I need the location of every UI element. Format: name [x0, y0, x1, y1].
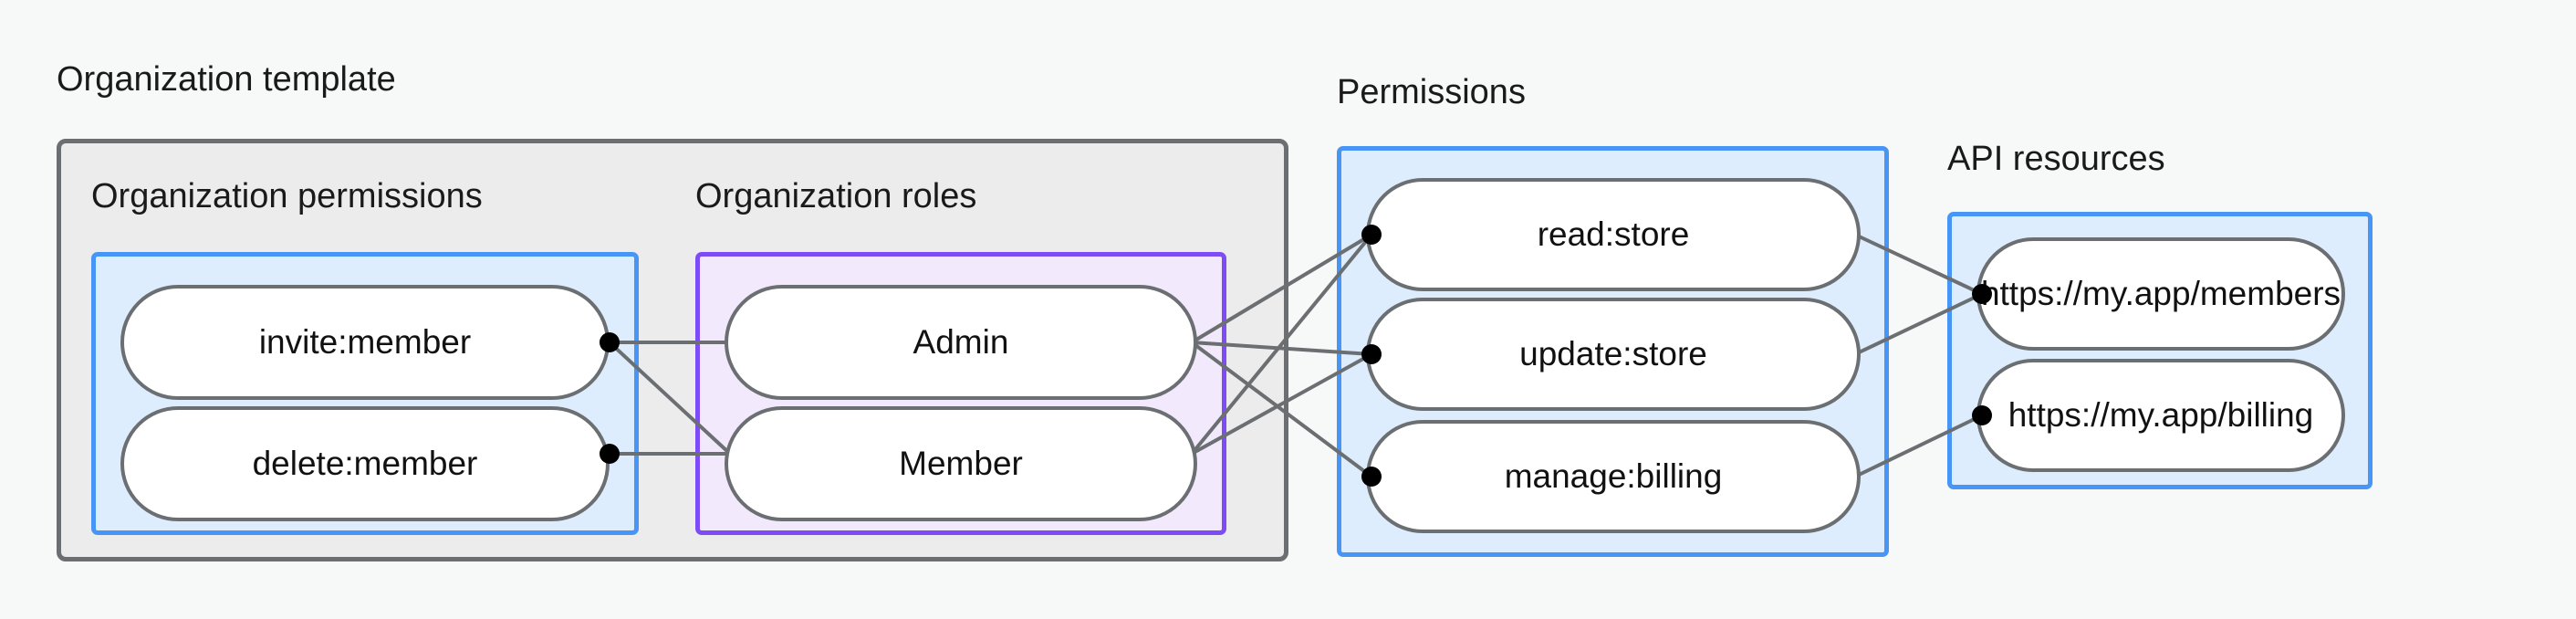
node-res-billing[interactable]: https://my.app/billing: [1976, 359, 2345, 472]
group-label-organization-roles: Organization roles: [695, 177, 977, 215]
node-read-store[interactable]: read:store: [1366, 178, 1861, 291]
node-invite-member[interactable]: invite:member: [120, 285, 610, 400]
node-res-members[interactable]: https://my.app/members: [1976, 237, 2345, 351]
group-label-permissions: Permissions: [1337, 73, 1526, 111]
node-role-member[interactable]: Member: [725, 406, 1197, 521]
node-role-admin[interactable]: Admin: [725, 285, 1197, 400]
group-label-api-resources: API resources: [1947, 140, 2165, 178]
node-update-store[interactable]: update:store: [1366, 298, 1861, 411]
group-label-organization-template: Organization template: [57, 60, 396, 99]
node-delete-member[interactable]: delete:member: [120, 406, 610, 521]
group-label-organization-permissions: Organization permissions: [91, 177, 483, 215]
node-manage-billing[interactable]: manage:billing: [1366, 420, 1861, 533]
